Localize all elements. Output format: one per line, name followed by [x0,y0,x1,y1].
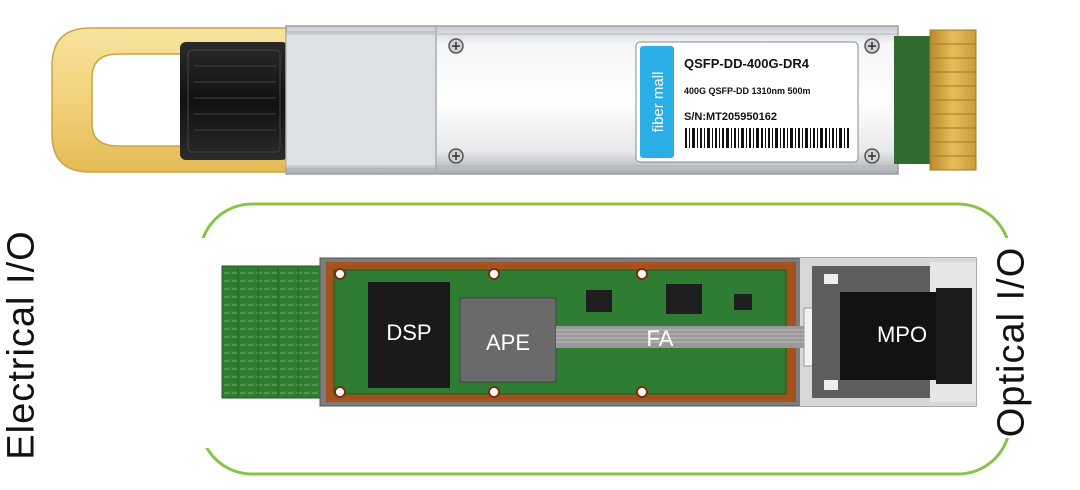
fa-label: FA [647,326,674,351]
electrical-io-label: Electrical I/O [0,230,43,460]
fiber-array [556,326,804,348]
mpo-label: MPO [877,322,927,347]
module-photo: fiber mall QSFP-DD-400G-DR4 400G QSFP-DD… [51,25,977,175]
screw-icon [448,38,880,164]
mpo-connector [840,292,948,380]
model-text: QSFP-DD-400G-DR4 [684,56,810,71]
optical-io-label: Optical I/O [990,246,1033,438]
serial-text: S/N:MT205950162 [684,111,777,123]
ape-chip [459,297,557,383]
product-label: fiber mall QSFP-DD-400G-DR4 400G QSFP-DD… [635,41,859,163]
latch [180,42,288,160]
edge-connector [221,265,327,399]
dsp-label: DSP [386,320,431,345]
brand-text: fiber mall [650,72,667,133]
ape-label: APE [486,330,530,355]
barcode [685,128,849,148]
description-text: 400G QSFP-DD 1310nm 500m [684,86,811,96]
internal-diagram: DSP APE FA MPO [188,202,1024,476]
dsp-chip [368,282,450,388]
